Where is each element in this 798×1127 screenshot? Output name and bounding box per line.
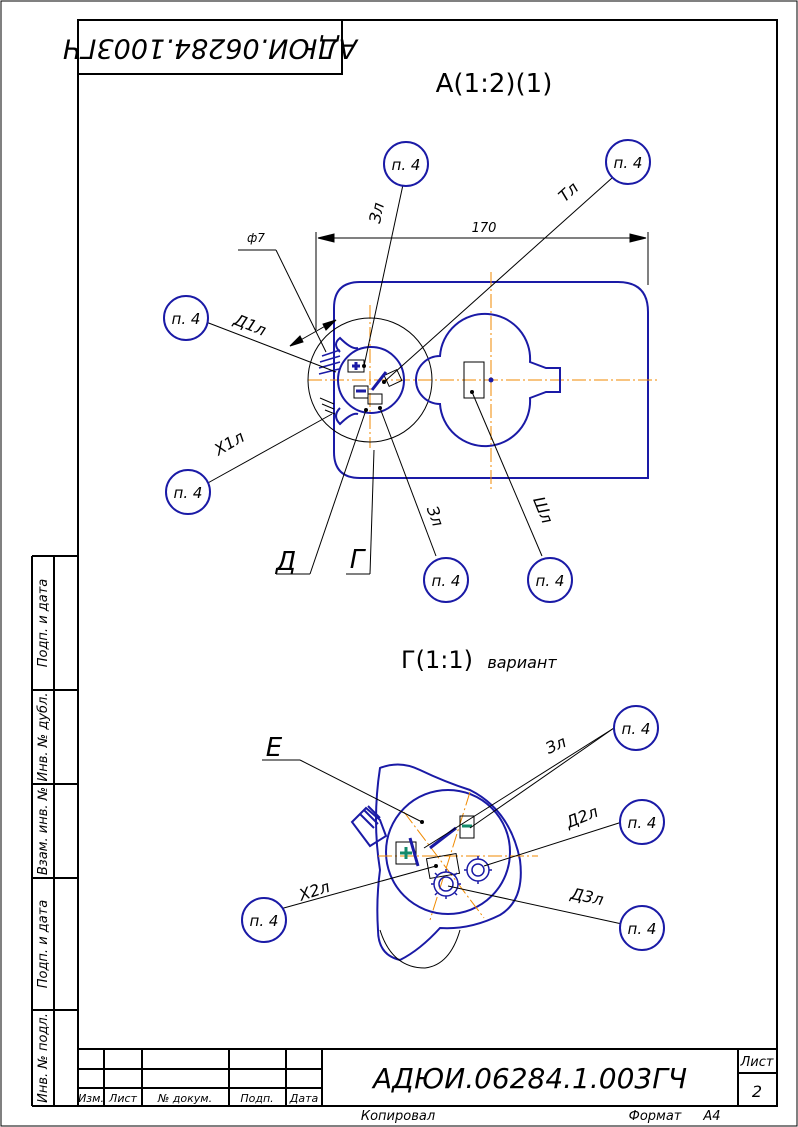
ref-zl-bottom: Зл [423,503,448,529]
diameter-leader [238,249,337,353]
callout-bubble: п. 4 [605,139,651,185]
side-label-5: Инв. № подл. [36,1013,51,1103]
socket-marks [352,362,388,393]
view-g-title: Г(1:1) [401,646,473,674]
ref-tl: Тл [555,178,583,206]
side-label-4: Подп. и дата [36,900,51,989]
callout-bubble: п. 4 [527,557,573,603]
leaders-g [261,727,623,925]
leader-dots-g [420,820,438,868]
leaders-a [205,177,613,575]
gear-small-g [464,856,492,884]
ref-d2l: Д2л [562,802,601,832]
gear-large-g [431,869,461,899]
ref-d-letter: Д [275,547,296,577]
side-label-3: Взам. инв. № [36,787,51,875]
blue-strips-g [408,826,457,867]
col-list: Лист [108,1092,137,1105]
socket-lobes [335,336,359,426]
spring-connector [318,349,341,415]
side-label-2: Инв. № дубл. [36,693,51,782]
axis-lines-a [308,272,658,490]
bubble-text: п. 4 [614,154,643,172]
view-g-subtitle: вариант [487,653,557,672]
ref-d3l: Д3л [568,884,605,910]
lamp-outline [415,312,561,448]
lamp-center [488,377,494,383]
copied-label: Копировал [361,1109,435,1124]
bubble-text: п. 4 [174,484,203,502]
dial-ring [307,317,433,443]
callout-bubble: п. 4 [619,905,665,951]
callout-bubble: п. 4 [423,557,469,603]
side-strip [31,555,78,1107]
bubble-text: п. 4 [250,912,279,930]
plug-connector-g [350,805,388,848]
ref-d1l: Д1л [230,310,269,340]
callout-bubble: п. 4 [165,469,211,515]
socket-disc-g [385,789,511,915]
ref-shl: Шл [529,494,557,526]
ref-x2l: Х2л [295,877,332,905]
dimension-170-text: 170 [472,221,497,236]
ref-g-letter: Г [350,545,367,575]
bubble-text: п. 4 [432,572,461,590]
callout-bubble: п. 4 [619,799,665,845]
ref-e-letter: Е [266,733,283,763]
callout-bubble: п. 4 [163,295,209,341]
col-sign: Подп. [240,1092,273,1105]
dimension-170 [315,232,649,330]
col-izm: Изм. [78,1092,104,1105]
diameter-label: ф7 [247,231,265,245]
main-code: АДЮИ.06284.1.003ГЧ [371,1062,687,1095]
leader-dots-a [362,364,474,412]
side-strip-labels: Подп. и дата Инв. № дубл. Взам. инв. № П… [36,579,51,1103]
socket-body [337,346,405,414]
callout-bubble: п. 4 [241,897,287,943]
socket-base-g [379,929,461,969]
bubble-text: п. 4 [622,720,651,738]
socket-body-g [375,763,522,962]
col-date: Дата [289,1092,319,1105]
bubble-text: п. 4 [628,920,657,938]
bubble-text: п. 4 [628,814,657,832]
bubble-text: п. 4 [392,156,421,174]
callout-bubble: п. 4 [613,705,659,751]
top-code-box: АДЮИ.06284.1003ГЧ [63,19,359,75]
bubble-text: п. 4 [172,310,201,328]
marks-g [400,824,472,859]
ref-zl-top: Зл [365,201,388,225]
ref-zl-g: Зл [543,732,569,758]
sheet-label: Лист [740,1055,774,1070]
bubble-text: п. 4 [536,572,565,590]
callout-bubble: п. 4 [383,141,429,187]
format-label: Формат [629,1109,682,1124]
lamp-window [463,361,485,399]
title-block-columns: Изм. Лист № докум. Подп. Дата [78,1092,318,1105]
view-a-title: А(1:2)(1) [436,69,553,99]
socket-parts [347,359,403,405]
top-code-text: АДЮИ.06284.1003ГЧ [63,33,359,64]
col-doc: № докум. [157,1092,212,1105]
sheet-number: 2 [752,1082,762,1101]
format-value: А4 [702,1109,720,1124]
side-label-1: Подп. и дата [36,579,51,668]
title-block [78,1048,777,1106]
ref-x1l: Х1л [210,427,248,460]
